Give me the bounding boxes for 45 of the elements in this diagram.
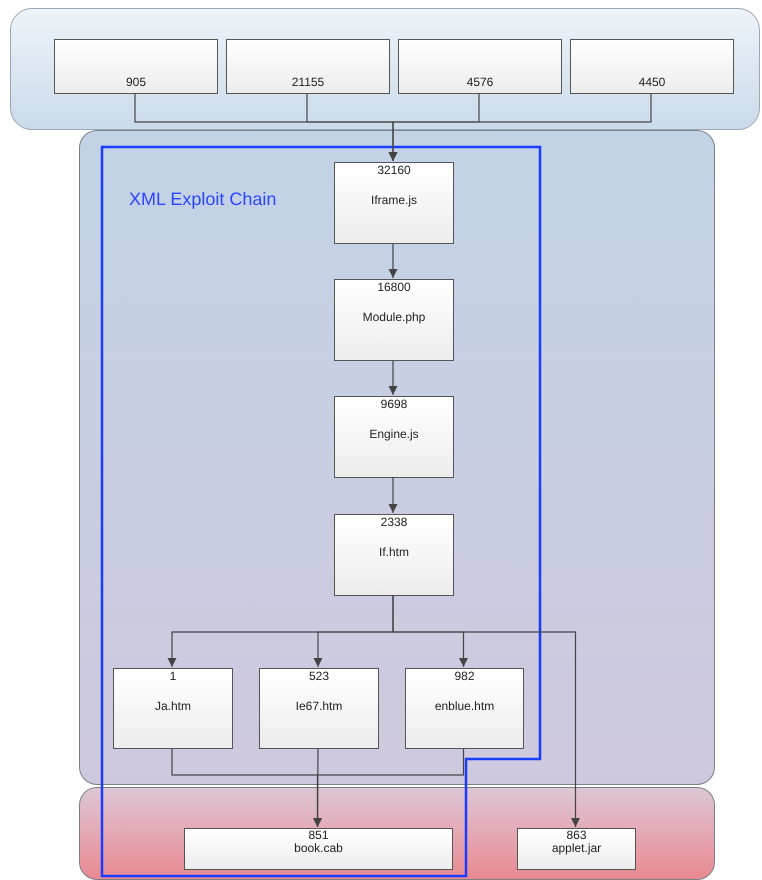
count-label: 4576 [466, 75, 494, 89]
arrow [388, 360, 398, 395]
arrow [388, 93, 652, 161]
process-box [113, 668, 233, 749]
process-box [570, 39, 734, 94]
count-label: 905 [126, 75, 146, 89]
process-box [517, 828, 636, 870]
file-name: Ja.htm [154, 699, 191, 713]
arrow [392, 595, 580, 827]
count-label: 2338 [380, 515, 408, 529]
file-name: book.cab [294, 841, 343, 855]
file-name: If.htm [378, 545, 409, 559]
count-label: 9698 [380, 397, 408, 411]
file-name: Engine.js [369, 427, 419, 441]
process-box [54, 39, 218, 94]
process-box [334, 279, 454, 361]
count-label: 982 [454, 669, 475, 683]
process-box [259, 668, 379, 749]
process-box [184, 828, 453, 870]
count-label: 851 [308, 828, 329, 842]
count-label: 1 [170, 669, 176, 683]
file-name: enblue.htm [434, 699, 494, 713]
file-name: Ie67.htm [296, 699, 342, 713]
process-box [334, 162, 454, 244]
count-label: 16800 [377, 280, 411, 294]
process-box [405, 668, 524, 749]
file-name: applet.jar [552, 841, 602, 855]
swimlane-band [79, 787, 715, 880]
arrow [313, 748, 464, 827]
count-label: 523 [308, 669, 330, 683]
count-label: 21155 [292, 75, 324, 89]
count-label: 32160 [377, 163, 411, 177]
file-name: Iframe.js [370, 193, 417, 207]
arrow [388, 243, 398, 278]
count-label: 4450 [638, 75, 666, 89]
arrow [388, 477, 398, 513]
swimlane-band [10, 8, 760, 130]
count-label: 863 [566, 828, 587, 842]
chain-title: XML Exploit Chain [129, 188, 276, 211]
process-box [334, 396, 454, 478]
process-box [226, 39, 390, 94]
process-box [398, 39, 562, 94]
file-name: Module.php [362, 310, 426, 324]
process-box [334, 514, 454, 596]
swimlane-band [79, 130, 715, 785]
